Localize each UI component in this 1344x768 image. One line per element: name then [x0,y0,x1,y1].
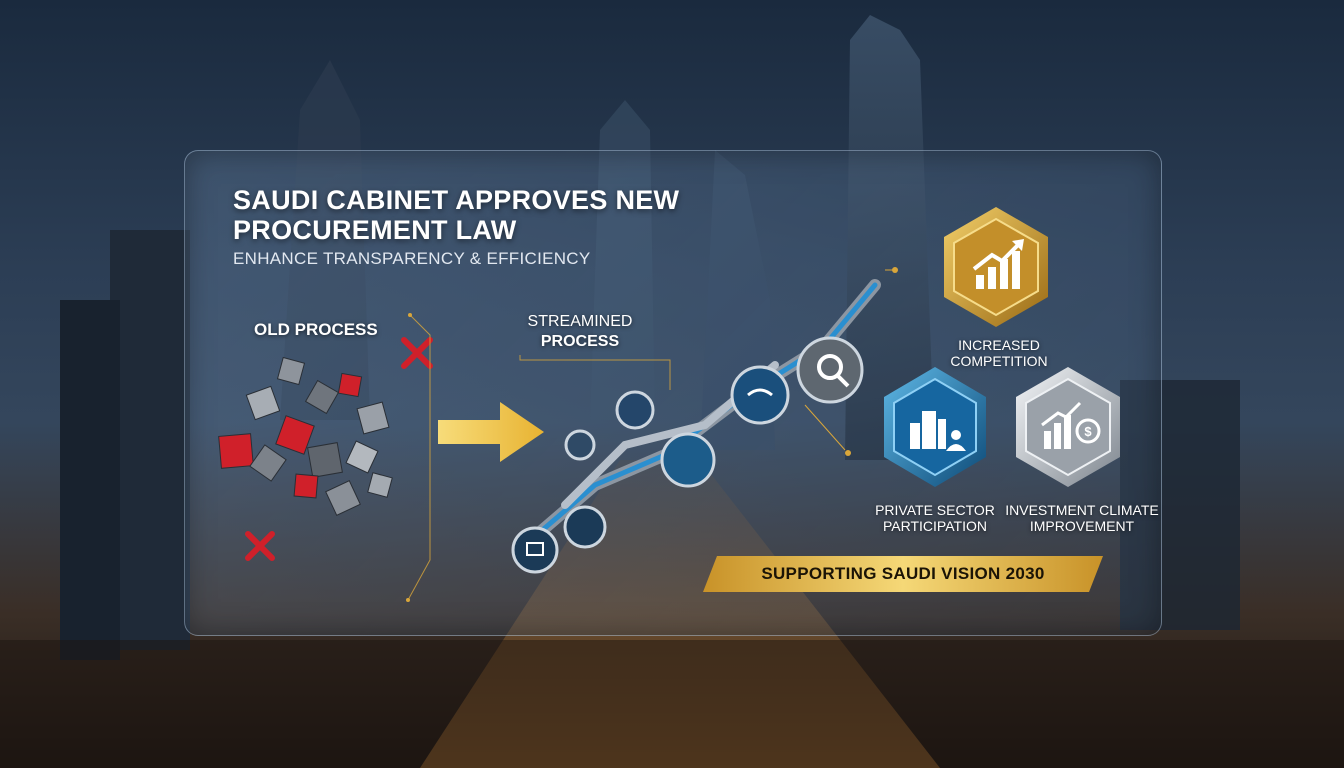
increased-competition-label: INCREASED COMPETITION [934,337,1064,369]
vision-banner-text: SUPPORTING SAUDI VISION 2030 [761,564,1045,583]
investment-climate-label: INVESTMENT CLIMATE IMPROVEMENT [1002,502,1162,534]
private-sector-label: PRIVATE SECTOR PARTICIPATION [870,502,1000,534]
outcome-line-2: PARTICIPATION [883,518,987,534]
headline-line-1: SAUDI CABINET APPROVES NEW [233,185,680,215]
growth-chart-icon [944,207,1048,327]
svg-text:$: $ [1084,424,1092,439]
vision-banner [703,556,1103,592]
connector-line [406,313,431,602]
right-arrow-icon [438,402,544,462]
scattered-cubes-icon [218,356,393,516]
investment-chart-icon: $ [1016,367,1120,487]
old-process-label: OLD PROCESS [254,320,378,339]
building-person-icon [884,367,986,487]
outcome-line-2: IMPROVEMENT [1029,518,1135,534]
streamlined-line-2: PROCESS [540,333,620,350]
red-x-icon [245,531,275,561]
streamlined-line-1: STREAMINED [527,313,633,330]
outcome-line-1: INVESTMENT CLIMATE [1005,502,1159,518]
gear-chain-icon [511,267,898,574]
outcome-line-1: PRIVATE SECTOR [875,502,995,518]
connector-line [519,355,671,390]
streamlined-process-label: STREAMINED PROCESS [520,312,640,352]
headline: SAUDI CABINET APPROVES NEW PROCUREMENT L… [233,185,679,245]
red-x-icon [401,337,433,369]
subtitle: ENHANCE TRANSPARENCY & EFFICIENCY [233,249,591,268]
outcome-line-1: INCREASED [958,337,1040,353]
headline-line-2: PROCUREMENT LAW [233,215,517,245]
outcome-line-2: COMPETITION [950,353,1048,369]
